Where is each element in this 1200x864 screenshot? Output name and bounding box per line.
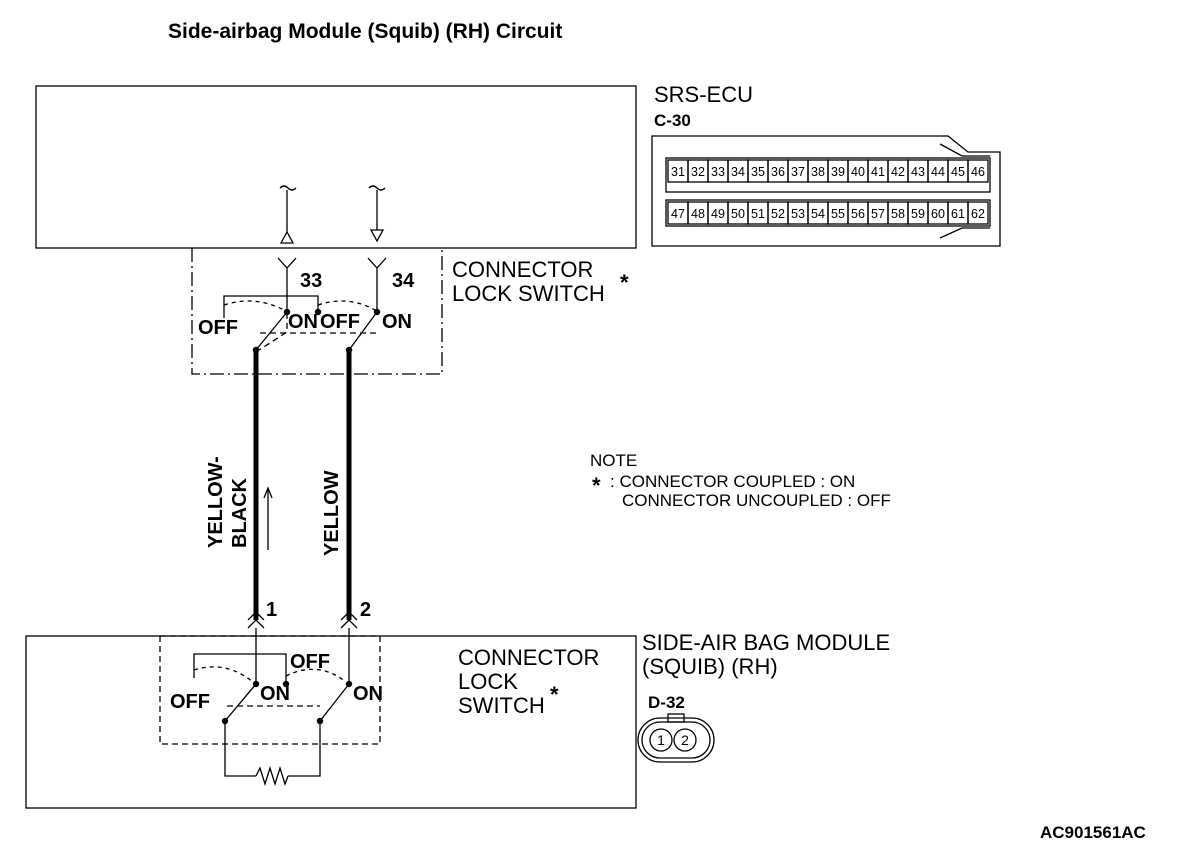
upper-on-label-a: ON <box>288 311 318 333</box>
pin-33-terminal <box>277 257 297 312</box>
d32-pin-2: 2 <box>681 732 689 748</box>
ecu-pin-number: 42 <box>891 165 905 179</box>
figure-code: AC901561AC <box>1040 823 1146 842</box>
ecu-pin-number: 39 <box>831 165 845 179</box>
ecu-pin-number: 47 <box>671 207 685 221</box>
ecu-pin-number: 38 <box>811 165 825 179</box>
wire2-color: YELLOW <box>321 470 343 556</box>
ecu-pin-number: 49 <box>711 207 725 221</box>
ecu-pin-number: 55 <box>831 207 845 221</box>
diagram-title: Side-airbag Module (Squib) (RH) Circuit <box>168 20 562 43</box>
ecu-connector-c30: 31 32 33 34 35 36 37 38 39 40 41 42 43 44 45 46 47 48 49 5… <box>651 135 1001 247</box>
pin-34-label: 34 <box>392 270 415 292</box>
lower-off-label-a: OFF <box>170 691 210 713</box>
upper-connector-label-line2: LOCK SWITCH <box>452 281 605 306</box>
ecu-pin-number: 43 <box>911 165 925 179</box>
ecu-pin-number: 41 <box>871 165 885 179</box>
module-connector-code: D-32 <box>648 693 685 712</box>
note-line1: : CONNECTOR COUPLED : ON <box>610 472 855 491</box>
note-line2: CONNECTOR UNCOUPLED : OFF <box>622 491 891 510</box>
upper-on-label-b: ON <box>382 311 412 333</box>
pin-34-terminal <box>367 257 387 312</box>
pin-1-terminal <box>247 611 265 629</box>
ecu-pin-number: 46 <box>971 165 985 179</box>
ecu-pin-number: 35 <box>751 165 765 179</box>
ecu-pin-number: 51 <box>751 207 765 221</box>
wire-pin-2-label: 2 <box>360 599 371 621</box>
ecu-pin-number: 32 <box>691 165 705 179</box>
upper-switch-b <box>260 300 381 354</box>
ecu-pin-number: 33 <box>711 165 725 179</box>
pin-33-label: 33 <box>300 270 322 292</box>
ecu-pin-number: 50 <box>731 207 745 221</box>
ecu-pin-number: 31 <box>671 165 685 179</box>
lower-switch-a <box>193 653 320 725</box>
ecu-pin-number: 37 <box>791 165 805 179</box>
srs-ecu-box <box>35 85 637 249</box>
lower-off-label-b: OFF <box>290 651 330 673</box>
ecu-signal-in <box>368 185 386 243</box>
d32-pin-1: 1 <box>657 732 665 748</box>
ecu-pin-number: 57 <box>871 207 885 221</box>
lower-connector-box <box>159 635 381 745</box>
lower-on-label-a: ON <box>260 683 290 705</box>
squib-resistor <box>224 721 321 787</box>
module-name-line2: (SQUIB) (RH) <box>642 654 778 679</box>
ecu-pin-number: 40 <box>851 165 865 179</box>
ecu-pin-number: 56 <box>851 207 865 221</box>
ecu-pin-cell <box>967 201 989 225</box>
ecu-pin-cell <box>967 159 989 183</box>
upper-connector-box <box>191 248 443 375</box>
ecu-pin-number: 44 <box>931 165 945 179</box>
upper-connector-asterisk: * <box>620 270 629 295</box>
wire1-color-line2: BLACK <box>229 477 251 548</box>
ecu-pin-number: 53 <box>791 207 805 221</box>
ecu-pin-number: 60 <box>931 207 945 221</box>
current-direction-arrow <box>263 486 273 550</box>
ecu-connector-code: C-30 <box>654 111 691 130</box>
ecu-pin-number: 58 <box>891 207 905 221</box>
module-connector-d32: 1 2 <box>637 713 715 763</box>
lower-connector-label-line1: CONNECTOR <box>458 645 599 670</box>
ecu-pin-number: 54 <box>811 207 825 221</box>
pin-2-terminal <box>340 611 358 629</box>
ecu-pin-number: 36 <box>771 165 785 179</box>
wire-pin-1-label: 1 <box>266 599 277 621</box>
lower-connector-label-line2: LOCK <box>458 669 518 694</box>
lower-connector-asterisk: * <box>550 682 559 707</box>
ecu-pin-number: 61 <box>951 207 965 221</box>
ecu-pin-number: 48 <box>691 207 705 221</box>
ecu-pin-number: 62 <box>971 207 985 221</box>
ecu-signal-out <box>279 185 297 244</box>
note-asterisk: * <box>592 473 601 498</box>
ecu-name: SRS-ECU <box>654 82 753 107</box>
ecu-pin-number: 59 <box>911 207 925 221</box>
lower-connector-label-line3: SWITCH <box>458 693 545 718</box>
upper-switch-a <box>223 295 322 354</box>
module-name-line1: SIDE-AIR BAG MODULE <box>642 630 890 655</box>
ecu-pin-number: 52 <box>771 207 785 221</box>
upper-connector-label-line1: CONNECTOR <box>452 257 593 282</box>
upper-off-label-b: OFF <box>320 311 360 333</box>
note-heading: NOTE <box>590 451 637 470</box>
lower-switch-b <box>285 668 353 725</box>
wire1-color-line1: YELLOW- <box>205 456 227 548</box>
ecu-pin-number: 45 <box>951 165 965 179</box>
upper-off-label-a: OFF <box>198 317 238 339</box>
lower-on-label-b: ON <box>353 683 383 705</box>
ecu-pin-number: 34 <box>731 165 745 179</box>
